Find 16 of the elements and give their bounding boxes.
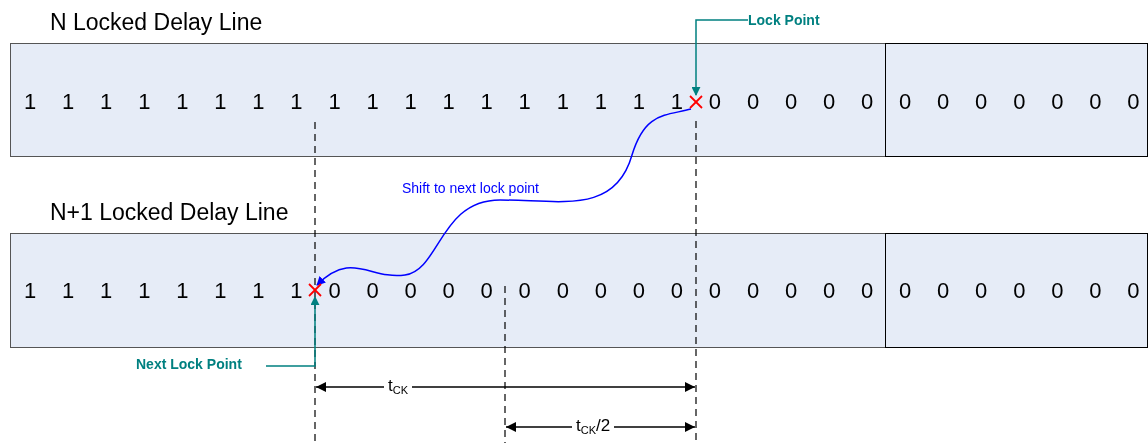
bit-values: 1 1 1 1 1 1 1 1 0 0 0 0 0 0 0 0 0 0 0 0 0 0 0	[24, 279, 874, 303]
delay-line-title: N+1 Locked Delay Line	[50, 199, 289, 226]
bit-values: 0 0 0 0 0 0 0	[899, 279, 1140, 303]
bit-values: 1 1 1 1 1 1 1 1 1 1 1 1 1 1 1 1 1 1 0 0 0 0 0	[24, 90, 874, 114]
leader-arrow	[691, 19, 749, 96]
lock-point-cross-icon	[689, 95, 703, 109]
delay-line-band	[885, 43, 1148, 157]
bit-values: 0 0 0 0 0 0 0	[899, 90, 1140, 114]
curved-arrow	[316, 108, 692, 286]
leader-arrow	[265, 296, 320, 367]
callout-text: Next Lock Point	[136, 355, 242, 373]
edge-label: Shift to next lock point	[402, 179, 539, 197]
delay-line-band	[885, 233, 1148, 348]
lock-point-cross-icon	[308, 283, 322, 297]
callout-text: Lock Point	[748, 11, 820, 29]
delay-line-title: N Locked Delay Line	[50, 9, 263, 36]
